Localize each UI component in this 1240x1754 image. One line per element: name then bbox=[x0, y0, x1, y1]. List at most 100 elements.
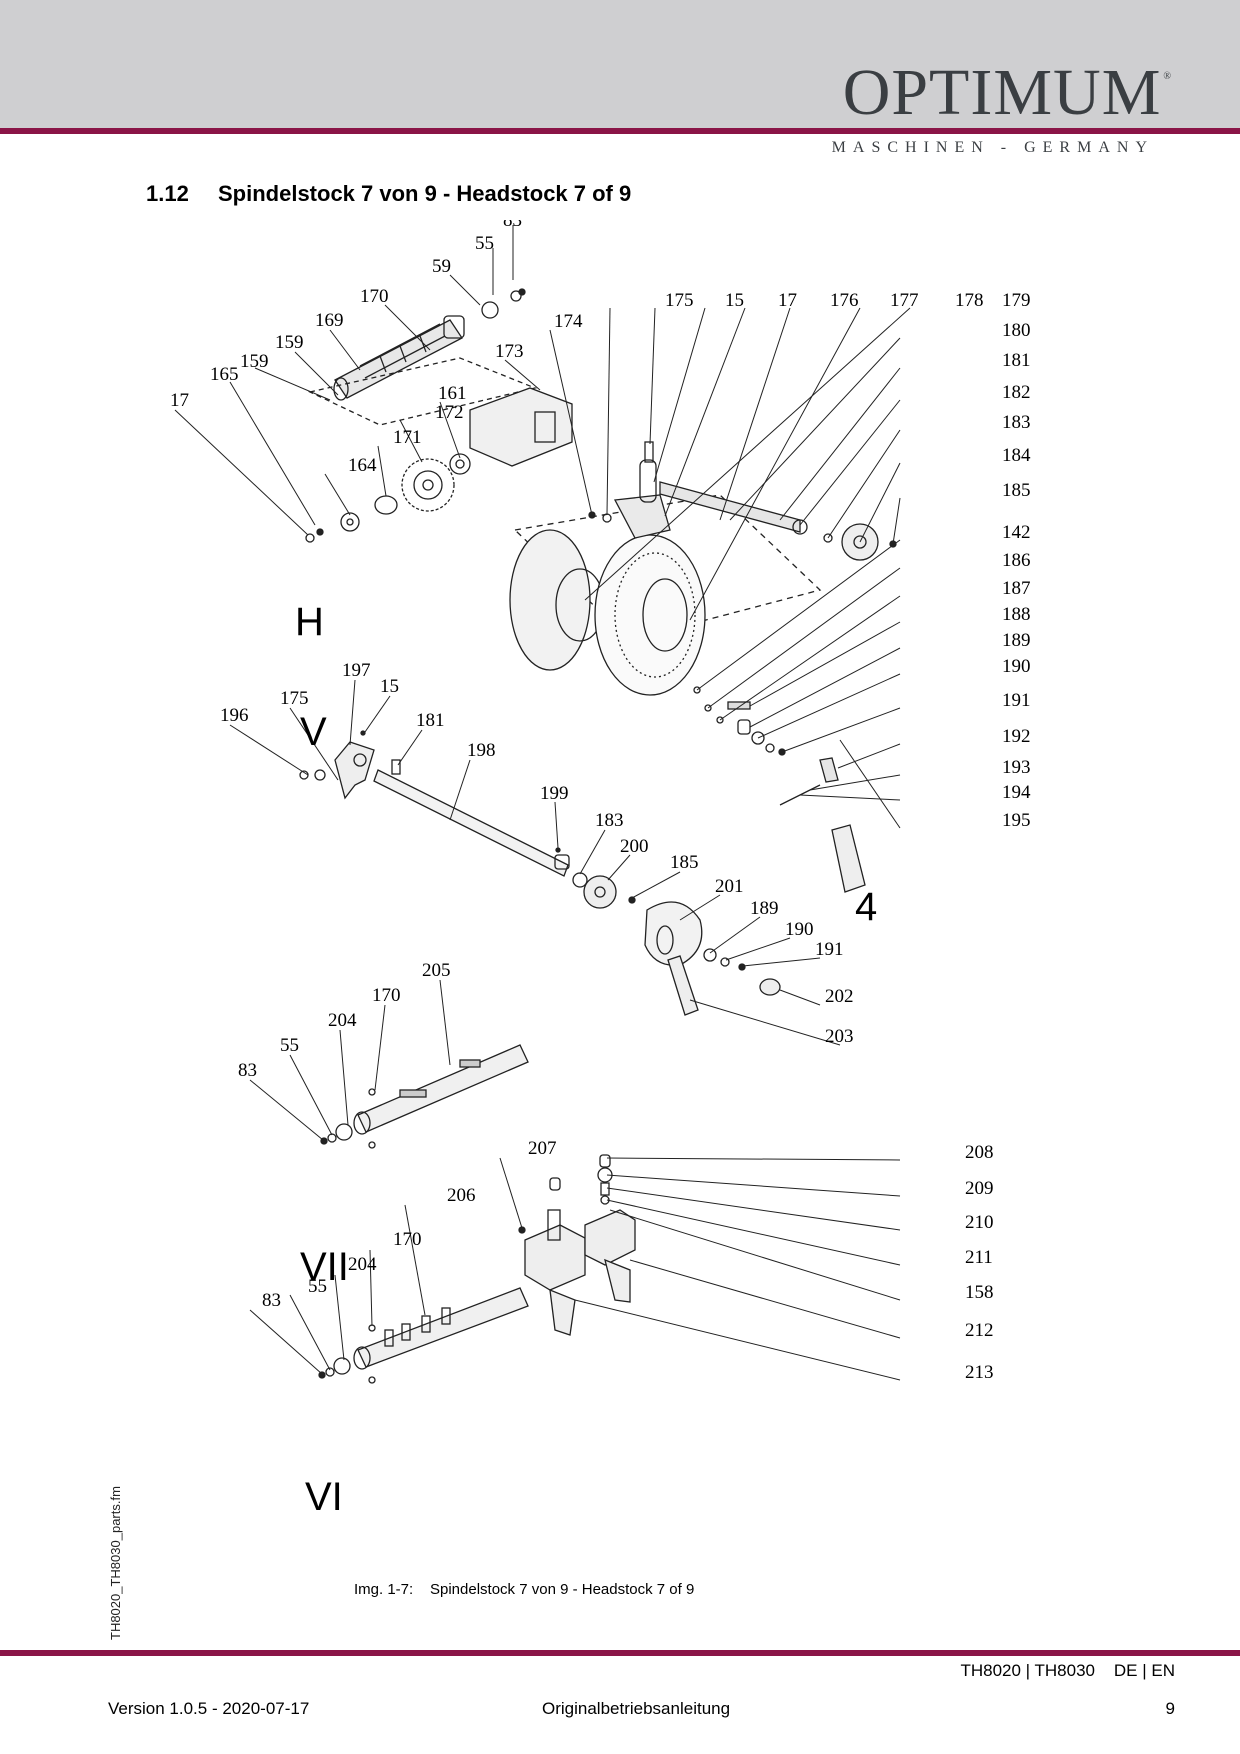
logo-text: OPTIMUM bbox=[842, 56, 1162, 129]
part-label: 173 bbox=[495, 341, 524, 362]
part-label: 17 bbox=[170, 390, 189, 411]
registered-mark: ® bbox=[1163, 71, 1172, 82]
part-label: 83 bbox=[262, 1290, 281, 1311]
part-label: 206 bbox=[447, 1185, 476, 1206]
part-label: 159 bbox=[240, 351, 269, 372]
file-label: TH8020_TH8030_parts.fm bbox=[108, 1486, 123, 1640]
part-label: 200 bbox=[620, 836, 649, 857]
part-label: 59 bbox=[432, 256, 451, 277]
part-label: 190 bbox=[785, 919, 814, 940]
part-label: 197 bbox=[342, 660, 371, 681]
part-label: 179 bbox=[1002, 290, 1031, 311]
part-label: 142 bbox=[1002, 522, 1031, 543]
part-label: 208 bbox=[965, 1142, 994, 1163]
header-band bbox=[0, 0, 1240, 128]
group-label-vii: VII bbox=[300, 1245, 349, 1289]
part-label: 164 bbox=[348, 455, 377, 476]
part-label: 55 bbox=[308, 1276, 327, 1297]
part-label: 188 bbox=[1002, 604, 1031, 625]
part-label: 185 bbox=[1002, 480, 1031, 501]
block-173-drawing bbox=[469, 387, 573, 467]
logo-subtitle: MASCHINEN - GERMANY bbox=[831, 139, 1154, 156]
part-label: 181 bbox=[416, 710, 445, 731]
part-label: 175 bbox=[280, 688, 309, 709]
footer-rule bbox=[0, 1650, 1240, 1656]
part-label: 15 bbox=[725, 290, 744, 311]
part-label: 161 bbox=[438, 383, 467, 404]
footer-document-type: Originalbetriebsanleitung bbox=[542, 1699, 731, 1718]
part-label: 202 bbox=[825, 986, 854, 1007]
part-label: 83 bbox=[238, 1060, 257, 1081]
part-label: 170 bbox=[393, 1229, 422, 1250]
part-label: 159 bbox=[275, 332, 304, 353]
part-label: 203 bbox=[825, 1026, 854, 1047]
part-label: 165 bbox=[210, 364, 239, 385]
part-label: 191 bbox=[1002, 690, 1031, 711]
part-label: 171 bbox=[393, 427, 422, 448]
part-label: 55 bbox=[280, 1035, 299, 1056]
part-label: 158 bbox=[965, 1282, 994, 1303]
part-label: 192 bbox=[1002, 726, 1031, 747]
section-title: 1.12 Spindelstock 7 von 9 - Headstock 7 o… bbox=[146, 181, 631, 207]
part-label: 172 bbox=[435, 402, 464, 423]
part-label: 201 bbox=[715, 876, 744, 897]
part-label: 189 bbox=[750, 898, 779, 919]
part-label: 194 bbox=[1002, 782, 1031, 803]
part-label: 205 bbox=[422, 960, 451, 981]
footer-model-info: TH8020 | TH8030 DE | EN bbox=[960, 1661, 1175, 1681]
group-label-vi: VI bbox=[305, 1475, 343, 1519]
group-label-v: V bbox=[300, 710, 327, 754]
part-label: 174 bbox=[554, 311, 583, 332]
section-title-text: Spindelstock 7 von 9 - Headstock 7 of 9 bbox=[218, 181, 632, 206]
part-label: 176 bbox=[830, 290, 859, 311]
part-label: 185 bbox=[670, 852, 699, 873]
part-label: 170 bbox=[360, 286, 389, 307]
part-label: 212 bbox=[965, 1320, 994, 1341]
part-label: 178 bbox=[955, 290, 984, 311]
dial-drawing bbox=[594, 534, 706, 696]
exploded-parts-diagram: 83 55 59 170 169 159 159 165 17 173 161 … bbox=[170, 220, 1031, 1519]
page-number: 9 bbox=[1165, 1699, 1175, 1718]
part-label: 193 bbox=[1002, 757, 1031, 778]
group-label-4: 4 bbox=[855, 885, 877, 929]
part-label: 183 bbox=[595, 810, 624, 831]
caption-text: Spindelstock 7 von 9 - Headstock 7 of 9 bbox=[430, 1581, 695, 1598]
part-label: 196 bbox=[220, 705, 249, 726]
footer-version: Version 1.0.5 - 2020-07-17 bbox=[108, 1699, 310, 1718]
part-label: 189 bbox=[1002, 630, 1031, 651]
part-label: 195 bbox=[1002, 810, 1031, 831]
part-label: 210 bbox=[965, 1212, 994, 1233]
part-label: 198 bbox=[467, 740, 496, 761]
footer-models: TH8020 | TH8030 bbox=[960, 1661, 1095, 1680]
part-label: 180 bbox=[1002, 320, 1031, 341]
part-label: 190 bbox=[1002, 656, 1031, 677]
part-label: 170 bbox=[372, 985, 401, 1006]
part-label: 175 bbox=[665, 290, 694, 311]
part-label: 15 bbox=[380, 676, 399, 697]
part-label: 213 bbox=[965, 1362, 994, 1383]
part-label: 169 bbox=[315, 310, 344, 331]
part-label: 187 bbox=[1002, 578, 1031, 599]
part-label: 55 bbox=[475, 233, 494, 254]
caption-label: Img. 1-7: bbox=[354, 1581, 414, 1598]
part-label: 191 bbox=[815, 939, 844, 960]
figure-caption: Img. 1-7: Spindelstock 7 von 9 - Headstoc… bbox=[354, 1581, 694, 1598]
lever-176-drawing bbox=[613, 441, 671, 539]
section-number: 1.12 bbox=[146, 181, 189, 206]
part-label: 83 bbox=[503, 220, 522, 231]
brand-logo: OPTIMUM® bbox=[843, 60, 1172, 126]
part-label: 209 bbox=[965, 1178, 994, 1199]
part-label: 177 bbox=[890, 290, 919, 311]
part-label: 211 bbox=[965, 1247, 993, 1268]
gear-172-drawing bbox=[401, 458, 455, 512]
part-label: 181 bbox=[1002, 350, 1031, 371]
part-label: 199 bbox=[540, 783, 569, 804]
part-label: 204 bbox=[328, 1010, 357, 1031]
part-label: 186 bbox=[1002, 550, 1031, 571]
group-label-h: H bbox=[295, 600, 324, 644]
part-label: 204 bbox=[348, 1254, 377, 1275]
part-label: 17 bbox=[778, 290, 797, 311]
part-label: 182 bbox=[1002, 382, 1031, 403]
part-label: 183 bbox=[1002, 412, 1031, 433]
part-label: 207 bbox=[528, 1138, 557, 1159]
